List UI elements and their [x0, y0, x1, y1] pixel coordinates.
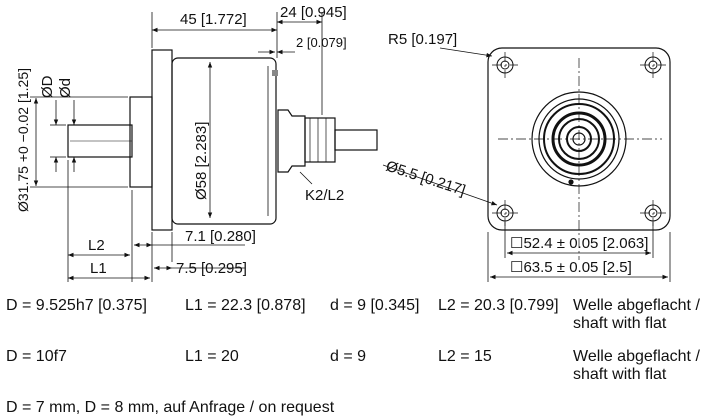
dim-7-5-label: 7.5 [0.295]	[176, 260, 247, 277]
dim-58-label: Ø58 [2.283]	[193, 122, 210, 200]
housing-outline	[531, 91, 627, 187]
front-view	[487, 47, 671, 260]
cable-gland	[277, 109, 306, 173]
spec-row1-l1: L1 = 22.3 [0.878]	[185, 297, 306, 314]
spec-row1-d: D = 9.525h7 [0.375]	[6, 297, 147, 314]
spec-footer-note: D = 7 mm, D = 8 mm, auf Anfrage / on req…	[6, 399, 335, 416]
label-l2: L2	[88, 237, 105, 254]
encoder-housing	[171, 57, 277, 225]
label-k2-l2: K2/L2	[305, 187, 344, 204]
spec-row1-small-d: d = 9 [0.345]	[330, 297, 420, 314]
cable	[334, 129, 378, 151]
centering-collar	[129, 96, 153, 188]
dim-24-label: 24 [0.945]	[280, 4, 347, 21]
label-l1: L1	[90, 260, 107, 277]
spec-row2-l2: L2 = 15	[438, 348, 492, 365]
label-big-d: ØD	[39, 75, 56, 98]
shaft-end	[566, 126, 592, 152]
spec-row2-d: D = 10f7	[6, 348, 67, 365]
dim-5-5-label: Ø5.5 [0.217]	[384, 158, 468, 200]
dim-45-label: 45 [1.772]	[180, 11, 247, 28]
spec-row1-note: Welle abgeflacht / shaft with flat	[573, 297, 700, 332]
dim-52-4-label: ☐52.4 ± 0.05 [2.063]	[510, 235, 648, 252]
spec-row2-small-d: d = 9	[330, 348, 367, 365]
dim-shaft-diameter-label: Ø31.75 +0 −0.02 [1.25]	[15, 68, 31, 212]
dim-63-5-label: ☐63.5 ± 0.05 [2.5]	[510, 259, 632, 276]
spec-row2-note: Welle abgeflacht / shaft with flat	[573, 348, 700, 383]
mounting-flange	[151, 49, 173, 231]
label-r5: R5 [0.197]	[388, 31, 457, 48]
dim-7-1-label: 7.1 [0.280]	[185, 228, 256, 245]
label-small-d: Ød	[57, 78, 74, 98]
side-view	[67, 49, 378, 231]
spec-row1-l2: L2 = 20.3 [0.799]	[438, 297, 559, 314]
spec-row2-l1: L1 = 20	[185, 348, 239, 365]
technical-drawing: 45 [1.772] 24 [0.945] 2 [0.079] Ø58 [2.2…	[15, 4, 671, 282]
dim-2-label: 2 [0.079]	[296, 35, 347, 50]
